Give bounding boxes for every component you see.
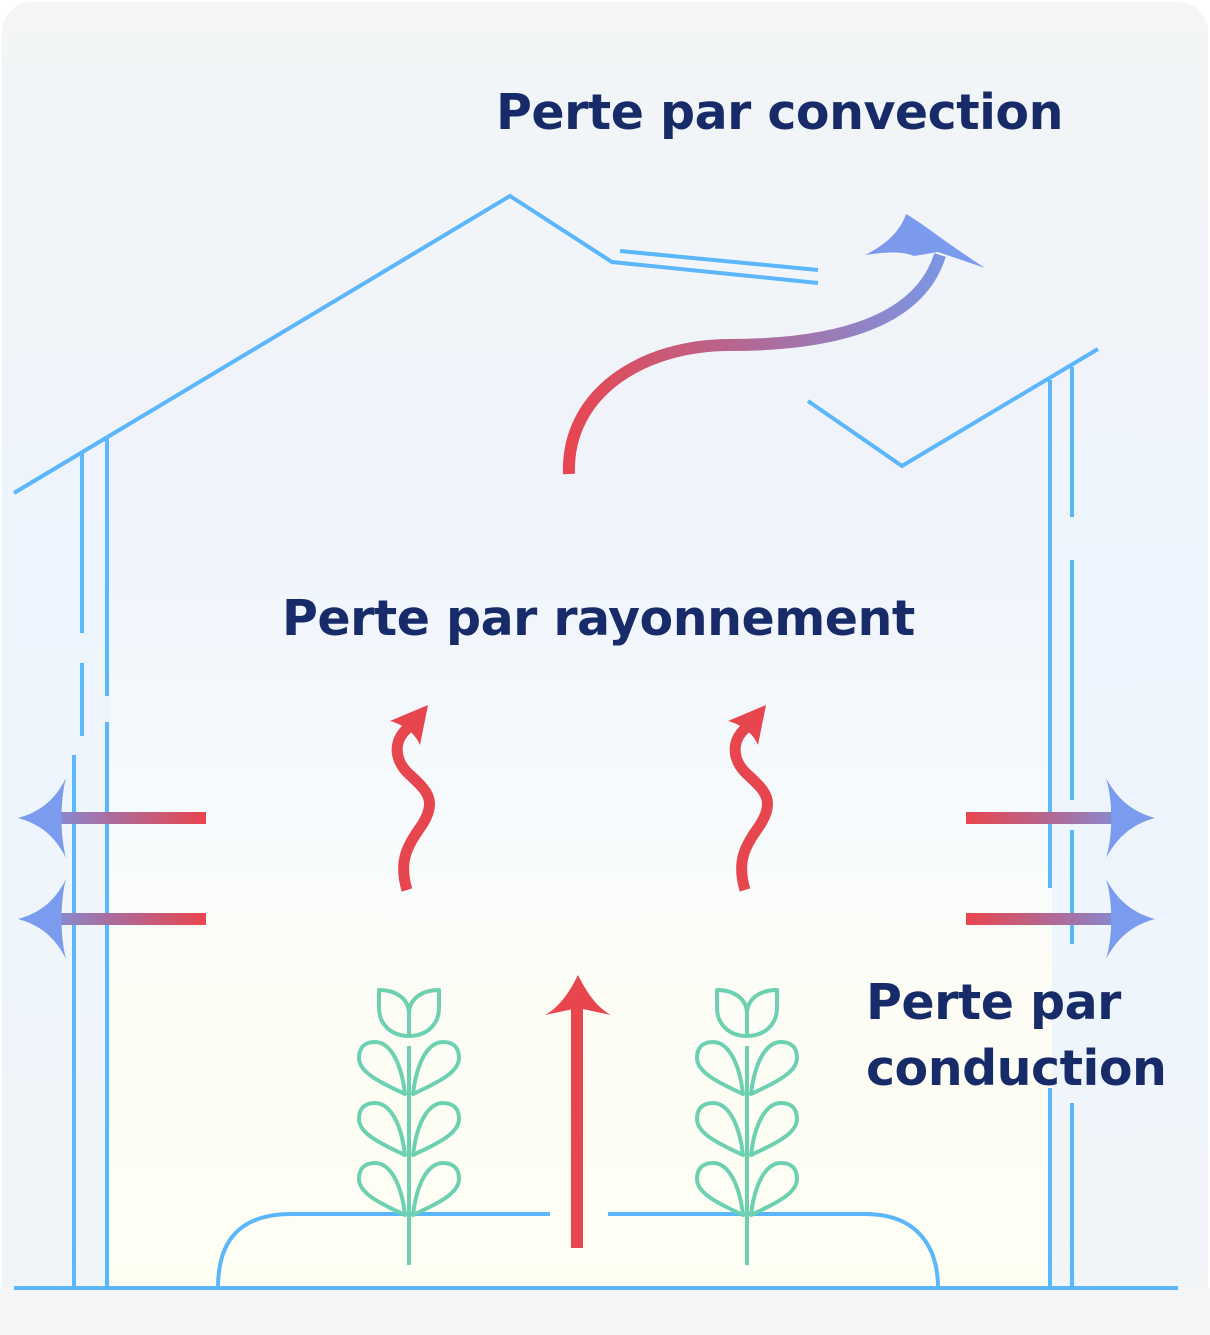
radiation-label: Perte par rayonnement [282,590,915,647]
horizontal-arrow-icon [966,778,1155,858]
arrow-up-icon [545,975,611,1248]
convection-label: Perte par convection [496,84,1063,141]
horizontal-arrow-icon [18,778,206,858]
wavy-arrow-up-icon [728,705,774,892]
roof-left-slope [12,193,819,495]
conduction-label: Perte par conduction [866,970,1167,1102]
roof-vent-panel [619,249,819,272]
curved-arrow-up-right-icon [562,214,985,475]
plant-sprout-icon [695,988,799,1265]
wavy-arrow-up-icon [390,705,436,892]
plant-sprout-icon [357,988,461,1265]
raised-bed [216,1212,550,1289]
horizontal-arrow-icon [18,879,206,959]
conduction-label-line1: Perte par [866,974,1121,1031]
ground-strip [0,1288,1210,1335]
conduction-label-line2: conduction [866,1040,1167,1097]
greenhouse-outline [12,193,1178,1290]
roof-right-slope [806,347,1100,469]
raised-bed [608,1212,940,1289]
horizontal-arrow-icon [966,879,1155,959]
